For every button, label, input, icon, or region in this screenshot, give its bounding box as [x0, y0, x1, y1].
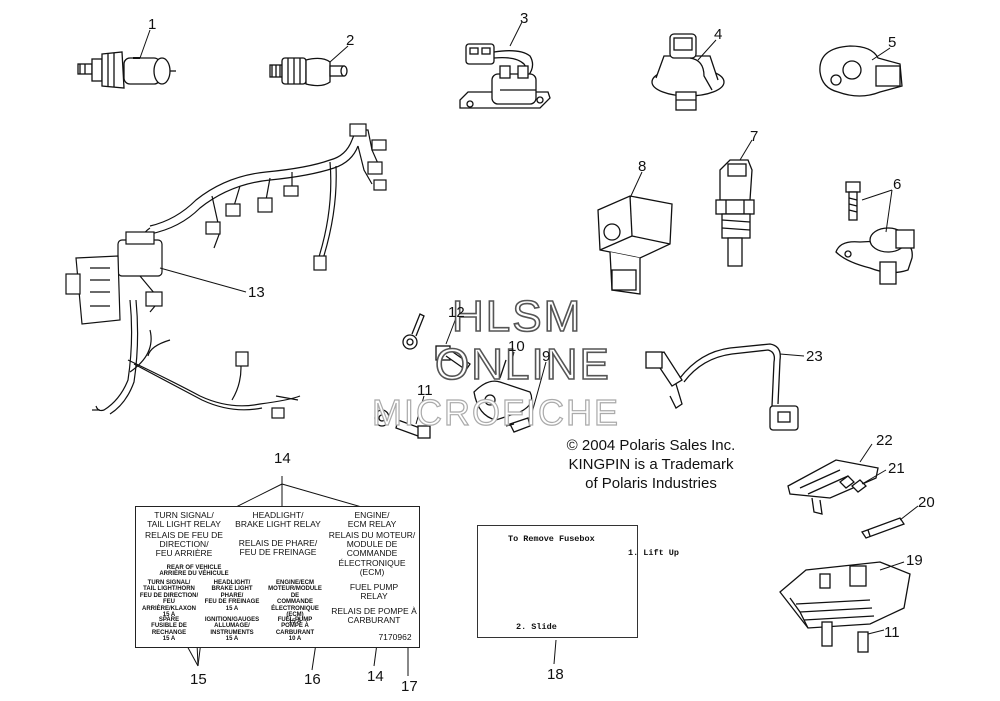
fusebox-step-2: 2. Slide — [516, 622, 557, 632]
callout-11-lower[interactable]: 11 — [884, 624, 900, 641]
part-1-pressure-switch — [77, 51, 176, 89]
decal-fuse-spare: SPARE FUSIBLE DE RECHANGE 15 A — [151, 617, 187, 643]
callout-21[interactable]: 21 — [888, 460, 905, 477]
watermark-line3: MICROFICHE — [371, 391, 620, 433]
decal-turn-signal-en: TURN SIGNAL/ TAIL LIGHT RELAY — [147, 510, 221, 530]
watermark-line2: ONLINE — [434, 339, 611, 390]
fusebox-step-1: 1. Lift Up — [628, 548, 680, 558]
copyright-line2: KINGPIN is a Trademark — [568, 456, 734, 473]
part-3-solenoid — [459, 43, 551, 109]
part-20-pin — [861, 517, 905, 539]
decal-ecm-en: ENGINE/ ECM RELAY — [347, 510, 397, 530]
part-8-sensor-module — [597, 195, 673, 295]
part-4-sensor — [651, 33, 725, 111]
callout-20[interactable]: 20 — [918, 494, 935, 511]
callout-10[interactable]: 10 — [508, 338, 525, 355]
fusebox-removal-instructions: To Remove Fusebox 1. Lift Up 2. Slide — [477, 525, 679, 638]
part-9-screw — [505, 417, 531, 433]
part-22-fusebox-cover — [787, 459, 879, 515]
callout-15[interactable]: 15 — [190, 671, 207, 688]
part-6-speed-sensor — [835, 181, 915, 285]
fusebox-title: To Remove Fusebox — [508, 534, 595, 544]
callout-23[interactable]: 23 — [806, 348, 823, 365]
part-11-bolt — [374, 409, 431, 439]
part-12-screw — [435, 345, 471, 371]
relay-fuse-decal: TURN SIGNAL/ TAIL LIGHT RELAY RELAIS DE … — [135, 506, 420, 648]
callout-6[interactable]: 6 — [893, 176, 902, 193]
decal-fuse-ignition: IGNITION/GAUGES ALLUMAGE/ INSTRUMENTS 15… — [204, 617, 260, 643]
part-13-wiring-harness — [65, 123, 387, 419]
part-11-screw-lower — [821, 621, 869, 653]
part-2-oil-pressure-switch — [269, 57, 348, 87]
callout-3[interactable]: 3 — [520, 10, 529, 27]
decal-part-number: 7170962 — [378, 632, 412, 642]
part-ring-terminal — [402, 313, 425, 350]
part-5-throttle-position-sensor — [819, 45, 903, 97]
decal-fuse-fuel-pump: FUEL PUMP POMPE À CARBURANT 10 A — [275, 617, 315, 643]
copyright-line3: of Polaris Industries — [585, 475, 717, 492]
part-19-fusebox — [779, 561, 911, 629]
callout-18[interactable]: 18 — [547, 666, 564, 683]
callout-14-decal[interactable]: 14 — [274, 450, 291, 467]
copyright-line1: © 2004 Polaris Sales Inc. — [566, 437, 736, 454]
callout-16[interactable]: 16 — [304, 671, 321, 688]
callout-9[interactable]: 9 — [542, 348, 551, 365]
callout-14-fuel-relay[interactable]: 14 — [367, 668, 384, 685]
callout-22[interactable]: 22 — [876, 432, 893, 449]
decal-headlight-fr: RELAIS DE PHARE/ FEU DE FREINAGE — [238, 538, 318, 558]
part-10-bracket — [473, 359, 533, 421]
part-23-oxygen-sensor — [645, 343, 799, 431]
callout-17[interactable]: 17 — [401, 678, 418, 695]
callout-11[interactable]: 11 — [417, 382, 433, 399]
decal-ecm-fr: RELAIS DU MOTEUR/ MODULE DE COMMANDE ÉLE… — [328, 530, 416, 577]
callout-12[interactable]: 12 — [448, 304, 465, 321]
copyright-notice: © 2004 Polaris Sales Inc. KINGPIN is a T… — [556, 436, 746, 493]
callout-8[interactable]: 8 — [638, 158, 647, 175]
part-21-screw — [839, 475, 867, 493]
decal-fuse-turn-signal: TURN SIGNAL/ TAIL LIGHT/HORN FEU DE DIRE… — [139, 580, 199, 619]
callout-1[interactable]: 1 — [148, 16, 157, 33]
callout-13[interactable]: 13 — [248, 284, 265, 301]
decal-turn-signal-fr: RELAIS DE FEU DE DIRECTION/ FEU ARRIÈRE — [145, 530, 223, 559]
callout-4[interactable]: 4 — [714, 26, 723, 43]
decal-headlight-en: HEADLIGHT/ BRAKE LIGHT RELAY — [235, 510, 321, 530]
decal-fuse-ecm: ENGINE/ECM MOTEUR/MODULE DE COMMANDE ÉLE… — [268, 580, 322, 625]
callout-19[interactable]: 19 — [906, 552, 923, 569]
watermark-line1: HLSM — [451, 291, 583, 342]
decal-fuel-pump-relay-fr: RELAIS DE POMPE À CARBURANT — [331, 606, 417, 626]
decal-rear-of-vehicle: REAR OF VEHICLE ARRIÈRE DU VÉHICULE — [159, 565, 229, 578]
decal-fuel-pump-relay-en: FUEL PUMP RELAY — [349, 582, 399, 602]
callout-7[interactable]: 7 — [750, 128, 759, 145]
part-7-temperature-sensor — [715, 159, 755, 267]
decal-fuse-headlight: HEADLIGHT/ BRAKE LIGHT PHARE/ FEU DE FRE… — [204, 580, 260, 612]
callout-2[interactable]: 2 — [346, 32, 355, 49]
callout-5[interactable]: 5 — [888, 34, 897, 51]
